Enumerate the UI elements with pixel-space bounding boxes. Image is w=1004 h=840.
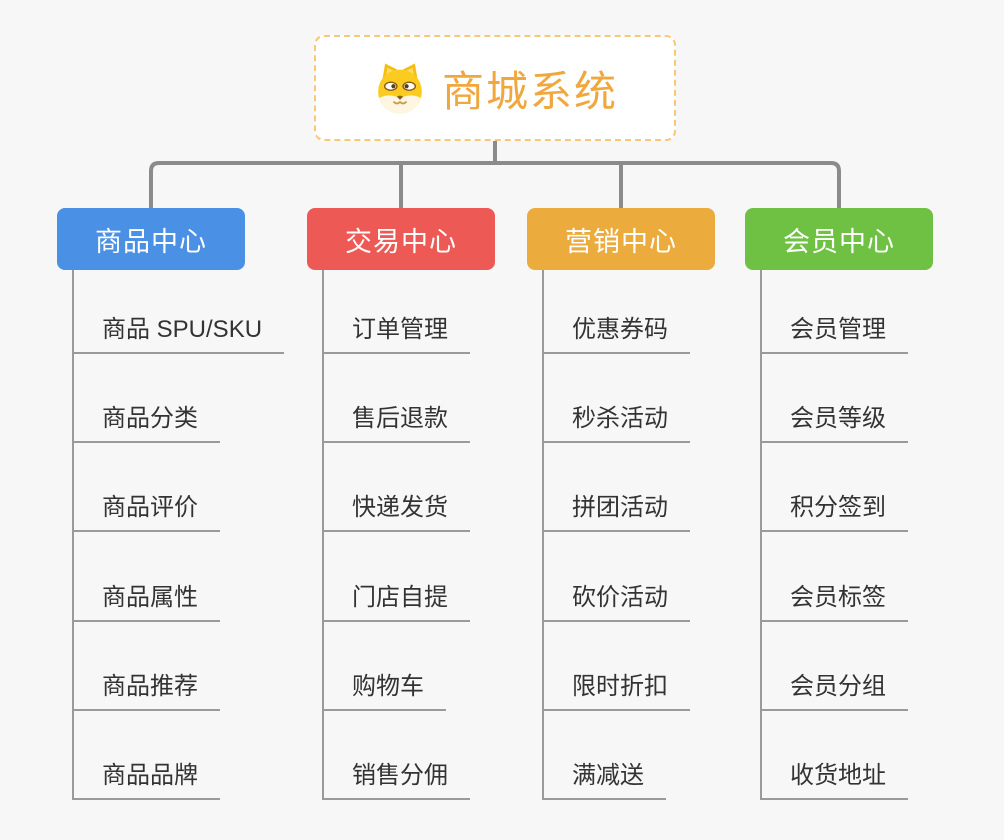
child-topic-node[interactable]: 秒杀活动	[542, 398, 690, 443]
child-topic-node[interactable]: 购物车	[322, 666, 446, 711]
child-topic-label: 商品 SPU/SKU	[102, 316, 263, 343]
root-label: 商城系统	[441, 67, 618, 115]
child-topic-label: 秒杀活动	[572, 405, 668, 432]
child-topic-node[interactable]: 收货地址	[760, 755, 908, 800]
child-topic-node[interactable]: 会员等级	[760, 398, 908, 443]
child-topic-node[interactable]: 商品推荐	[72, 666, 220, 711]
child-topic-label: 限时折扣	[572, 673, 668, 700]
child-topic-label: 订单管理	[352, 316, 448, 343]
child-topic-label: 商品评价	[102, 494, 198, 521]
child-topic-node[interactable]: 商品分类	[72, 398, 220, 443]
child-topic-node[interactable]: 会员管理	[760, 309, 908, 354]
child-topic-label: 购物车	[352, 673, 424, 700]
child-topic-label: 拼团活动	[572, 494, 668, 521]
root-node[interactable]: 商城系统	[314, 35, 676, 141]
child-topic-node[interactable]: 砍价活动	[542, 577, 690, 622]
child-topic-label: 会员等级	[790, 405, 886, 432]
child-topic-node[interactable]: 会员分组	[760, 666, 908, 711]
child-topic-label: 积分签到	[790, 494, 886, 521]
child-topic-node[interactable]: 优惠券码	[542, 309, 690, 354]
child-topic-node[interactable]: 订单管理	[322, 309, 470, 354]
branch-children-column: 订单管理 售后退款 快递发货 门店自提 购物车 销售分佣	[322, 270, 470, 800]
child-topic-label: 砍价活动	[572, 584, 668, 611]
child-topic-node[interactable]: 商品属性	[72, 577, 220, 622]
child-topic-node[interactable]: 商品 SPU/SKU	[72, 309, 285, 354]
child-topic-node[interactable]: 商品品牌	[72, 755, 220, 800]
branch-children-column: 优惠券码 秒杀活动 拼团活动 砍价活动 限时折扣 满减送	[542, 270, 690, 800]
child-topic-node[interactable]: 限时折扣	[542, 666, 690, 711]
branch-node-2[interactable]: 交易中心	[307, 208, 495, 270]
child-topic-node[interactable]: 满减送	[542, 755, 666, 800]
branch-label: 商品中心	[95, 226, 207, 257]
child-topic-label: 商品推荐	[102, 673, 198, 700]
child-topic-node[interactable]: 商品评价	[72, 487, 220, 532]
child-topic-label: 商品属性	[102, 584, 198, 611]
child-topic-label: 满减送	[572, 762, 644, 789]
child-topic-label: 门店自提	[352, 584, 448, 611]
child-topic-label: 商品分类	[102, 405, 198, 432]
child-topic-label: 会员标签	[790, 584, 886, 611]
branch-children-column: 会员管理 会员等级 积分签到 会员标签 会员分组 收货地址	[760, 270, 908, 800]
child-topic-node[interactable]: 售后退款	[322, 398, 470, 443]
child-topic-label: 销售分佣	[352, 762, 448, 789]
branch-label: 营销中心	[565, 226, 677, 257]
child-topic-node[interactable]: 销售分佣	[322, 755, 470, 800]
branch-label: 交易中心	[345, 226, 457, 257]
child-topic-label: 商品品牌	[102, 762, 198, 789]
child-topic-node[interactable]: 门店自提	[322, 577, 470, 622]
child-topic-node[interactable]: 快递发货	[322, 487, 470, 532]
shiba-dog-icon	[372, 60, 428, 116]
child-topic-node[interactable]: 会员标签	[760, 577, 908, 622]
child-topic-label: 会员分组	[790, 673, 886, 700]
branch-label: 会员中心	[783, 226, 895, 257]
child-topic-node[interactable]: 拼团活动	[542, 487, 690, 532]
branch-node-3[interactable]: 营销中心	[527, 208, 715, 270]
child-topic-label: 收货地址	[790, 762, 886, 789]
branch-children-column: 商品 SPU/SKU 商品分类 商品评价 商品属性 商品推荐 商品品牌	[72, 270, 285, 800]
child-topic-node[interactable]: 积分签到	[760, 487, 908, 532]
branch-node-4[interactable]: 会员中心	[745, 208, 933, 270]
child-topic-label: 会员管理	[790, 316, 886, 343]
child-topic-label: 优惠券码	[572, 316, 668, 343]
child-topic-label: 售后退款	[352, 405, 448, 432]
branch-node-1[interactable]: 商品中心	[57, 208, 245, 270]
child-topic-label: 快递发货	[352, 494, 448, 521]
